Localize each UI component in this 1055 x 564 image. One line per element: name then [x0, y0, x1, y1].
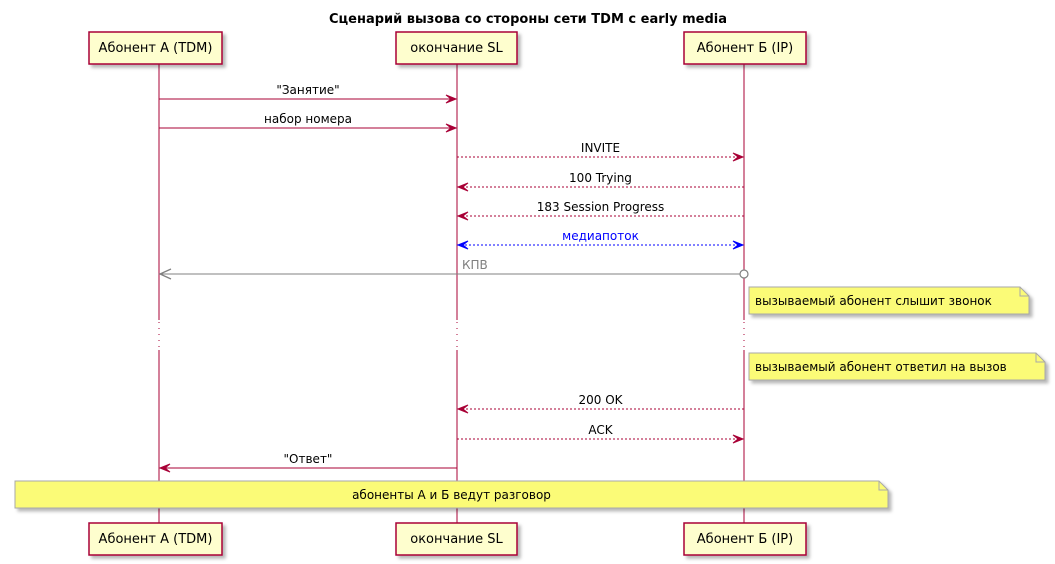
participant-box — [88, 522, 223, 556]
participant-b-bottom: Абонент Б (IP) — [683, 522, 807, 556]
arrow-head — [456, 240, 469, 250]
participant-box — [395, 31, 518, 65]
participants-bottom: Абонент А (TDM) окончание SL Абонент Б (IP… — [88, 522, 807, 556]
note-fold — [1019, 287, 1029, 297]
arrow-head — [158, 268, 172, 280]
note-box — [14, 480, 889, 509]
arrow-head — [732, 434, 745, 444]
participant-label: Абонент Б (IP) — [697, 41, 793, 56]
message-label: 200 OK — [578, 393, 623, 407]
participant-box — [683, 522, 807, 556]
arrow-head — [732, 152, 745, 162]
participant-label: Абонент А (TDM) — [99, 532, 213, 547]
message-answer: "Ответ" — [158, 452, 457, 473]
arrow-head — [445, 123, 458, 133]
message-label: 183 Session Progress — [537, 200, 665, 214]
message-media: медиапоток — [456, 229, 745, 250]
lifelines — [158, 64, 745, 523]
message-dial: набор номера — [159, 112, 458, 133]
message-busy: "Занятие" — [159, 83, 458, 104]
note-box — [748, 286, 1030, 315]
message-label: медиапоток — [562, 229, 639, 243]
message-invite: INVITE — [457, 141, 745, 162]
participant-box — [88, 31, 223, 65]
note-ringing: вызываемый абонент слышит звонок — [748, 286, 1030, 315]
participants-top: Абонент А (TDM) окончание SL Абонент Б (IP… — [88, 31, 807, 65]
participant-a-top: Абонент А (TDM) — [88, 31, 223, 65]
note-text: вызываемый абонент ответил на вызов — [755, 360, 1007, 374]
arrow-head — [158, 463, 171, 473]
note-talking: абоненты А и Б ведут разговор — [14, 480, 889, 509]
note-fold — [878, 481, 888, 491]
message-ok: 200 OK — [456, 393, 744, 414]
arrow-head — [456, 211, 469, 221]
participant-label: окончание SL — [410, 532, 503, 547]
message-label: ACK — [588, 423, 613, 437]
participant-sl-bottom: окончание SL — [395, 522, 518, 556]
message-trying: 100 Trying — [456, 171, 744, 192]
participant-a-bottom: Абонент А (TDM) — [88, 522, 223, 556]
message-label: "Ответ" — [284, 452, 333, 466]
note-box — [748, 352, 1046, 381]
participant-label: Абонент Б (IP) — [697, 532, 793, 547]
notes: вызываемый абонент слышит звонок вызываем… — [14, 286, 1046, 509]
message-kpv: КПВ — [158, 258, 749, 280]
message-label: КПВ — [462, 258, 488, 272]
arrow-head — [456, 182, 469, 192]
message-label: 100 Trying — [569, 171, 632, 185]
message-label: набор номера — [264, 112, 352, 126]
arrow-head — [445, 94, 458, 104]
participant-box — [395, 522, 518, 556]
delay-separator — [158, 322, 745, 348]
arrow-head — [456, 404, 469, 414]
participant-b-top: Абонент Б (IP) — [683, 31, 807, 65]
message-progress: 183 Session Progress — [456, 200, 744, 221]
message-ack: ACK — [457, 423, 745, 444]
note-text: вызываемый абонент слышит звонок — [755, 294, 992, 308]
message-label: "Занятие" — [276, 83, 339, 97]
participant-box — [683, 31, 807, 65]
note-fold — [1035, 353, 1045, 363]
participant-label: Абонент А (TDM) — [99, 41, 213, 56]
message-tail-circle — [739, 269, 749, 279]
note-text: абоненты А и Б ведут разговор — [352, 488, 551, 502]
message-label: INVITE — [581, 141, 620, 155]
note-answered: вызываемый абонент ответил на вызов — [748, 352, 1046, 381]
participant-label: окончание SL — [410, 41, 503, 56]
arrow-head — [732, 240, 745, 250]
participant-sl-top: окончание SL — [395, 31, 518, 65]
diagram-title: Сценарий вызова со стороны сети TDM с ea… — [329, 12, 727, 27]
